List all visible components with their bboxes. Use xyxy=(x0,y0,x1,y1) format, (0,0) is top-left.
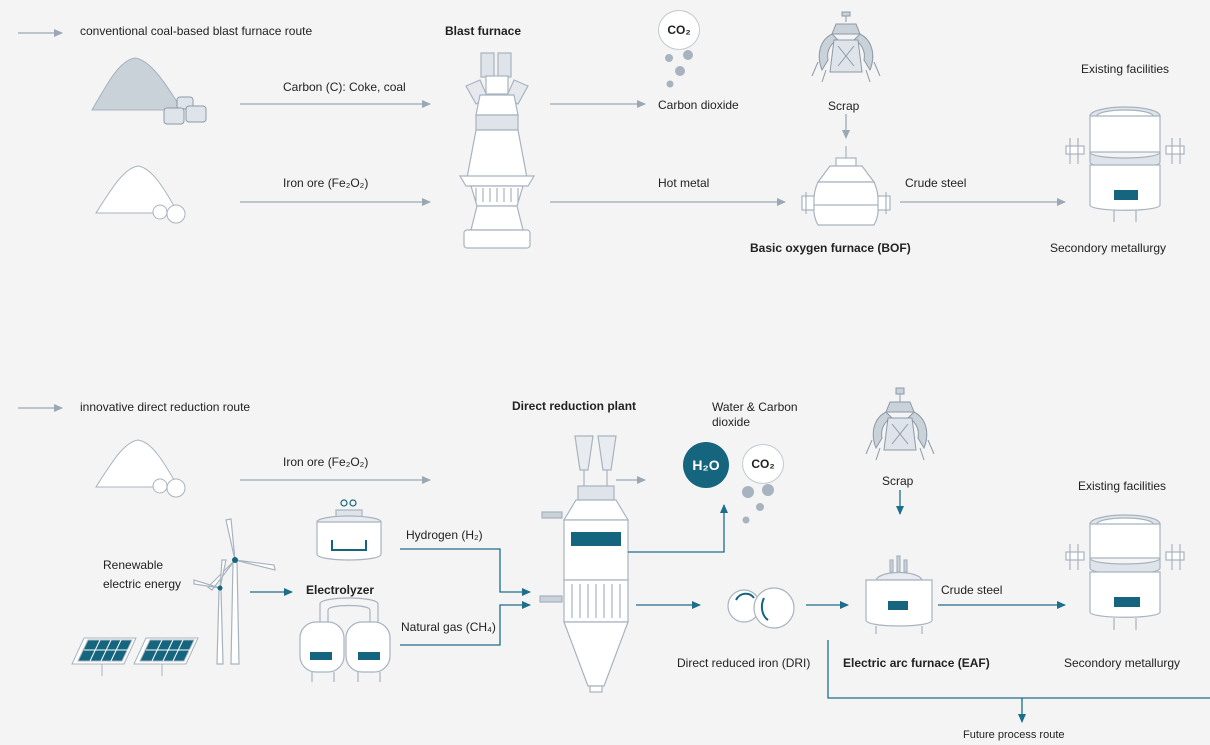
scrap-grab-icon-2 xyxy=(865,387,935,461)
wind-turbine-icon xyxy=(193,518,276,665)
hot-metal-label: Hot metal xyxy=(658,176,710,190)
co2-molecule-2: CO₂ xyxy=(742,444,784,484)
legend-innovative: innovative direct reduction route xyxy=(80,400,251,414)
water-co2-line xyxy=(628,504,728,553)
scrap-label-2: Scrap xyxy=(882,474,914,488)
ladle-secondary-metallurgy-icon xyxy=(1065,106,1185,222)
hydrogen-label: Hydrogen (H₂) xyxy=(406,528,483,542)
existing-facilities-label-2: Existing facilities xyxy=(1078,479,1167,493)
co2-molecule: CO₂ xyxy=(658,10,700,50)
scrap-grab-icon xyxy=(811,11,881,83)
direct-reduction-plant-title: Direct reduction plant xyxy=(512,399,637,413)
natural-gas-line xyxy=(400,601,531,646)
solar-panel-icon xyxy=(71,637,199,676)
eaf-label: Electric arc furnace (EAF) xyxy=(843,656,990,670)
carbon-input-label: Carbon (C): Coke, coal xyxy=(283,80,406,94)
secondary-metallurgy-label-2: Secondory metallurgy xyxy=(1064,656,1181,670)
co2-bubbles xyxy=(665,50,693,88)
crude-steel-label-bof: Crude steel xyxy=(905,176,967,190)
coal-heap-icon xyxy=(91,57,207,125)
iron-ore-heap-icon-2 xyxy=(95,439,186,498)
water-co2-label: Water & Carbon dioxide xyxy=(712,400,798,429)
eaf-icon xyxy=(865,555,933,634)
electrolyzer-cell-icon xyxy=(316,499,382,561)
blast-furnace-title: Blast furnace xyxy=(445,24,522,38)
iron-ore-heap-icon xyxy=(95,165,186,224)
dri-pellets-icon xyxy=(727,587,795,629)
iron-ore-label: Iron ore (Fe₂O₂) xyxy=(283,176,369,190)
scrap-label: Scrap xyxy=(828,99,860,113)
electrolyzer-tanks-icon xyxy=(299,597,391,682)
bof-label: Basic oxygen furnace (BOF) xyxy=(750,241,911,255)
renewable-energy-label: Renewable electric energy xyxy=(103,558,182,591)
electrolyzer-label: Electrolyzer xyxy=(306,583,375,597)
bof-vessel-icon xyxy=(801,146,891,226)
dri-label: Direct reduced iron (DRI) xyxy=(677,656,811,670)
future-route-label: Future process route xyxy=(963,729,1065,741)
hydrogen-line xyxy=(400,548,531,596)
direct-reduction-shaft-icon xyxy=(539,435,630,693)
iron-ore-label-2: Iron ore (Fe₂O₂) xyxy=(283,455,369,469)
carbon-dioxide-label: Carbon dioxide xyxy=(658,98,739,112)
co2-bubbles-2 xyxy=(742,484,774,524)
legend-conventional: conventional coal-based blast furnace ro… xyxy=(80,24,313,38)
natural-gas-label: Natural gas (CH₄) xyxy=(401,620,496,634)
blast-furnace-icon xyxy=(458,52,536,249)
h2o-molecule: H₂O xyxy=(683,442,729,488)
future-route-line xyxy=(827,640,1210,699)
existing-facilities-label: Existing facilities xyxy=(1081,62,1170,76)
crude-steel-label-eaf: Crude steel xyxy=(941,583,1003,597)
ladle-secondary-metallurgy-icon-2 xyxy=(1065,514,1185,630)
secondary-metallurgy-label: Secondory metallurgy xyxy=(1050,241,1167,255)
